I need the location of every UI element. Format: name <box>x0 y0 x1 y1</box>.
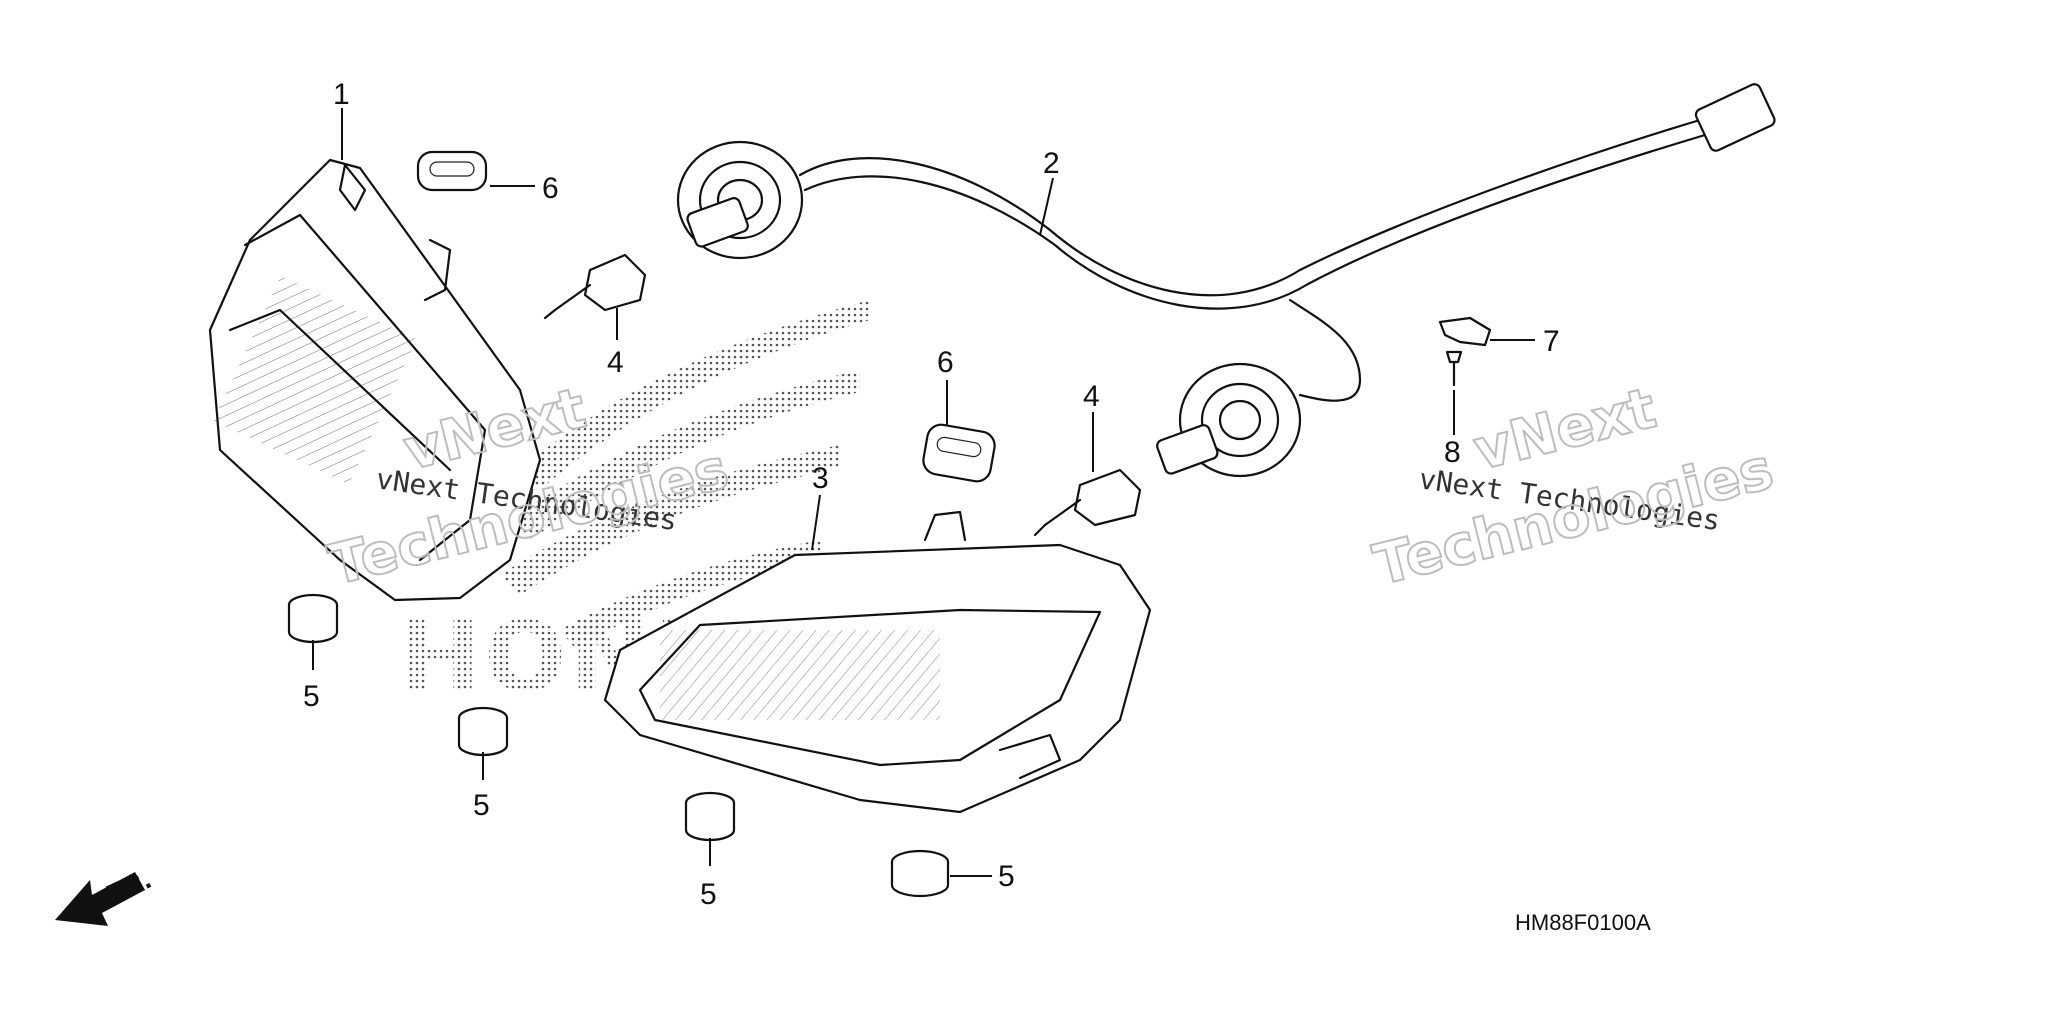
grommet-part <box>287 593 950 898</box>
callout-1: 1 <box>333 78 350 111</box>
arrow-left-icon <box>55 872 145 926</box>
callout-3: 3 <box>812 462 829 495</box>
callout-6-upper: 6 <box>542 172 559 205</box>
watermark-right: vNext Technologies vNext Technologies <box>1367 375 1781 600</box>
callout-4-lower: 4 <box>1083 380 1100 413</box>
callout-5-a: 5 <box>303 680 320 713</box>
callout-2: 2 <box>1043 147 1060 180</box>
callout-numbers: 1 2 3 4 4 5 5 5 5 6 6 7 8 <box>303 78 1560 911</box>
bulb-part-upper <box>543 253 647 320</box>
screw-part <box>1445 350 1463 387</box>
bulb-part-lower <box>1033 468 1142 537</box>
callout-5-b: 5 <box>473 789 490 822</box>
wire-harness-part <box>676 83 1776 478</box>
watermark-outline-right-top: vNext <box>1468 376 1663 484</box>
right-headlight-part <box>603 510 1152 814</box>
clamp-part <box>1438 316 1492 347</box>
rubber-pad-part <box>416 150 996 483</box>
front-direction-indicator: FR. <box>55 863 155 926</box>
diagram-code: HM88F0100A <box>1515 910 1651 935</box>
callout-5-d: 5 <box>998 860 1015 893</box>
callout-8: 8 <box>1444 436 1461 469</box>
left-headlight-part <box>208 158 542 602</box>
leader-lines <box>312 108 1535 877</box>
callout-4-upper: 4 <box>607 346 624 379</box>
callout-5-c: 5 <box>700 878 717 911</box>
callout-7: 7 <box>1543 325 1560 358</box>
callout-6-lower: 6 <box>937 346 954 379</box>
